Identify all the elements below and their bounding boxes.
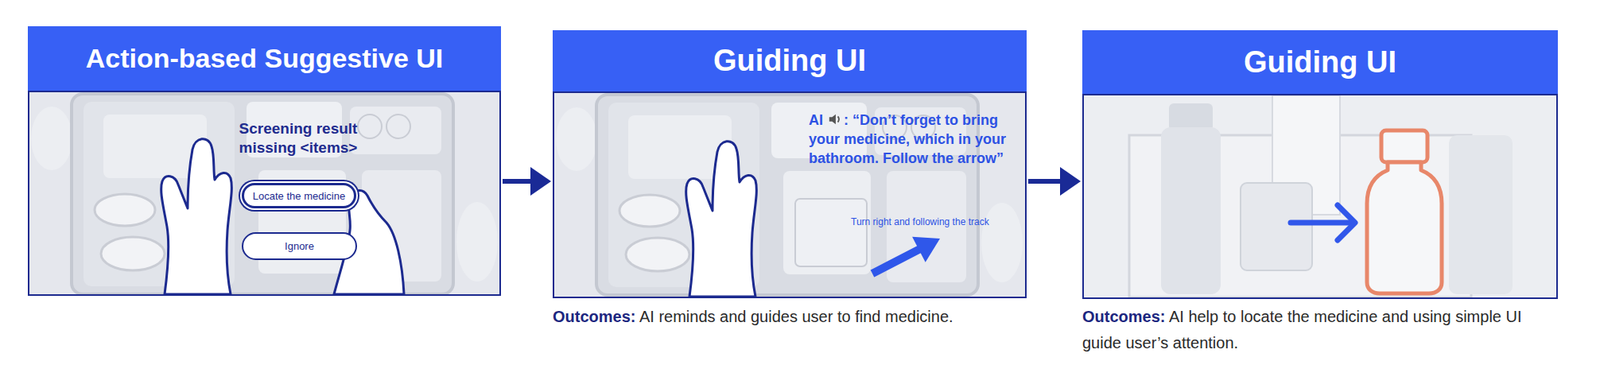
arrow-head — [1060, 166, 1081, 196]
flow-arrow — [502, 166, 552, 196]
bathroom-photo — [1082, 93, 1558, 300]
screen-prompt: Screening result missing <items> — [239, 120, 358, 156]
perfume — [1240, 182, 1313, 271]
pointer-arrow — [1290, 220, 1352, 226]
button: Ignore — [241, 232, 358, 261]
header-band: Guiding UI — [552, 30, 1027, 92]
pointer-arrow-head — [1337, 205, 1356, 241]
bottle — [1161, 127, 1221, 295]
button-label: Locate the medicine — [252, 190, 346, 202]
medicine-cap-highlight — [1381, 130, 1428, 163]
panel-title: Guiding UI — [713, 43, 867, 78]
flow-arrow — [1028, 166, 1081, 196]
direction-arrow-head — [912, 236, 940, 263]
panel-title: Guiding UI — [1243, 45, 1397, 80]
screen-prompt-block: Screening result missing <items> — [218, 119, 378, 158]
speaker-icon — [827, 112, 843, 127]
bottle — [1448, 135, 1513, 295]
panel: Guiding UI — [1082, 30, 1558, 300]
left-hand — [161, 139, 233, 295]
outcome-key: Outcomes: — [1082, 307, 1166, 326]
arrow-head — [530, 166, 552, 196]
medicine-highlight — [1366, 162, 1442, 294]
outcome-note: Outcomes: AI reminds and guides user to … — [552, 303, 1022, 331]
header-band: Guiding UI — [1082, 30, 1558, 94]
direction-arrow — [872, 248, 921, 274]
panel: Guiding UI AI: “Don’t forget to bring you… — [552, 30, 1027, 299]
bottle-cap — [1168, 103, 1213, 132]
panel-frame — [1082, 93, 1558, 300]
speaker-wave — [838, 116, 839, 122]
suitcase-photo — [552, 91, 1026, 297]
suitcase-photo — [27, 90, 501, 296]
track-hint-block: Turn right and following the track — [850, 215, 990, 229]
arrow-shaft — [1028, 178, 1064, 184]
pouch — [795, 198, 867, 267]
ai-speech-block: AI: “Don’t forget to bring your medicine… — [808, 110, 1022, 168]
speaker-body — [829, 114, 836, 125]
track-hint: Turn right and following the track — [850, 216, 990, 228]
ai-speech: AI — [808, 112, 824, 129]
button-label: Ignore — [284, 240, 315, 253]
panel: Action-based Suggestive UI Screening resu… — [27, 26, 501, 296]
panel-title: Action-based Suggestive UI — [85, 42, 444, 74]
outcome-key: Outcomes: — [552, 307, 636, 326]
outcome-note: Outcomes: AI help to locate the medicine… — [1082, 303, 1552, 357]
arrow-shaft — [502, 178, 534, 184]
header-band: Action-based Suggestive UI — [27, 26, 501, 91]
left-hand — [686, 141, 758, 297]
button: Locate the medicine — [241, 182, 357, 209]
